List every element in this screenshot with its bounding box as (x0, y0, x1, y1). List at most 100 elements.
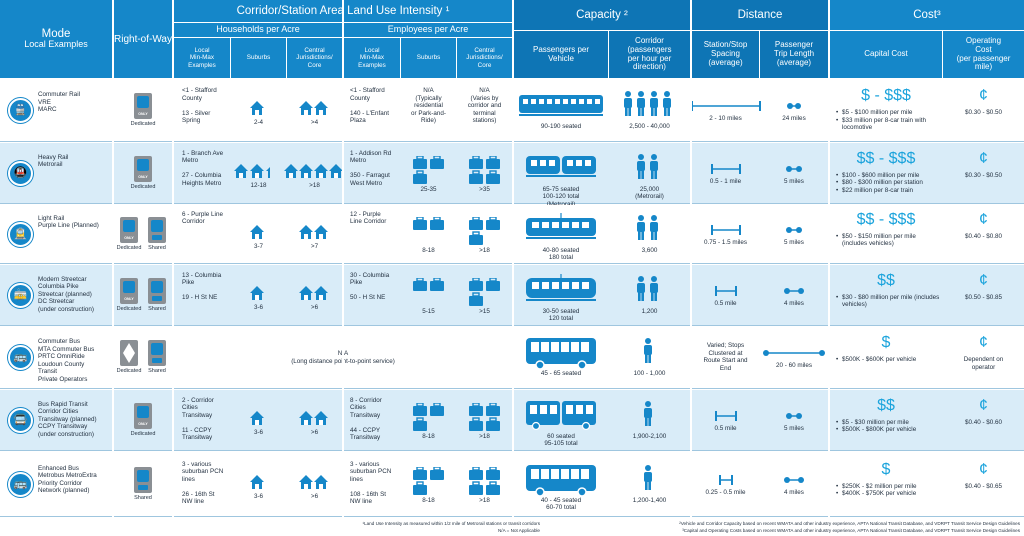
mode-glyph-icon: 🚌 (13, 351, 28, 363)
mode-text: Modern Streetcar Columbia Pike Streetcar… (38, 275, 94, 313)
trip-value: 5 miles (784, 424, 804, 432)
briefcase-icon (413, 155, 444, 184)
emp-suburbs-value: 5-15 (422, 307, 435, 315)
header-mode: Mode Local Examples (0, 0, 112, 78)
vehicle-icon (526, 338, 596, 370)
lane-shared-icon (148, 216, 166, 243)
lane-shared-icon (148, 277, 166, 304)
spacing-label: Station/Stop Spacing (average) (703, 40, 748, 67)
spacing-value: 0.5 mile (714, 299, 737, 307)
trip-value: 5 miles (784, 238, 804, 246)
corridor-cap-value: 25,000 (Metrorail) (635, 185, 664, 201)
lane-shared-icon (148, 340, 166, 366)
person-icon (637, 275, 658, 301)
pass-vehicle-value: 45 - 65 seated (540, 370, 582, 377)
footnote-2: ²Vehicle and Corridor Capacity based on … (679, 521, 1020, 526)
cent-icon: ¢ (979, 271, 988, 289)
footnote-1: ¹Land Use Intensity as measured within 1… (362, 521, 540, 526)
emp-central-value: >15 (479, 307, 490, 315)
lane-label: Dedicated (116, 368, 142, 374)
lane-vehicle-icon (137, 158, 149, 171)
header-hh-local: Local Min-Max Examples (174, 38, 230, 78)
pass-vehicle-value: 60 seated 95-105 total (544, 432, 578, 448)
mode-text: Heavy Rail Metrorail (38, 153, 69, 169)
capital-cost-item: $80 - $300 million per station (836, 179, 940, 187)
person-icon (637, 153, 658, 179)
capital-cost-item: $33 million per 8-car train with locomot… (836, 117, 940, 132)
operating-cost-value: $0.40 - $0.80 (964, 232, 1003, 240)
hh-local-label: Local Min-Max Examples (188, 47, 216, 69)
operating-cost-value: Dependent on operator (963, 356, 1004, 371)
lane-dedicated-icon: ONLY (134, 402, 152, 429)
mode-text: Light Rail Purple Line (Planned) (38, 214, 99, 230)
header-distance: Distance (692, 0, 828, 30)
mode-icon: 🚍 (8, 407, 33, 433)
spacing-icon (719, 474, 733, 485)
hh-suburbs-value: 3-7 (253, 242, 264, 250)
capital-cost-symbol: $ (881, 460, 891, 478)
person-icon (643, 464, 652, 490)
lane-vehicle-icon (151, 219, 163, 232)
column-divider (112, 0, 114, 517)
person-icon (643, 400, 652, 426)
spacing-value: 0.25 - 0.5 mile (705, 488, 746, 496)
vehicle-icon (526, 464, 596, 497)
operating-cost-value: $0.40 - $0.65 (964, 482, 1003, 490)
emp-local-value: 30 - Columbia Pike 50 - H St NE (350, 271, 390, 302)
column-divider (828, 0, 830, 517)
column-divider (512, 0, 514, 517)
hh-central-value: >6 (310, 303, 319, 311)
trip-label: Passenger Trip Length (average) (773, 40, 815, 67)
person-icon (624, 91, 671, 116)
mode-text: Commuter Bus MTA Commuter Bus PRTC OmniR… (38, 338, 95, 383)
emp-suburbs-value: N/A (Typically residential or Park-and- … (411, 87, 446, 125)
capital-cost-list: $500K - $600K per vehicle (836, 356, 940, 364)
capital-cost-item: $30 - $80 million per mile (includes veh… (836, 294, 940, 309)
capital-cost-list: $100 - $600 million per mile$80 - $300 m… (836, 172, 940, 195)
hh-suburbs-value: 3-6 (253, 303, 264, 311)
emp-central-value: N/A (Varies by corridor and terminal sta… (467, 87, 502, 125)
corridor-cap-value: 1,200-1,400 (632, 496, 667, 504)
capital-cost-item: $400K - $750K per vehicle (836, 490, 940, 498)
briefcase-icon (413, 402, 444, 431)
diamond-icon (123, 343, 135, 363)
trip-value: 20 - 60 miles (775, 362, 813, 369)
hh-central-value: >18 (309, 181, 320, 189)
lane-vehicle-icon (151, 280, 163, 293)
operating-cost-value: $0.30 - $0.50 (964, 109, 1003, 116)
lane-only-label: ONLY (124, 235, 134, 240)
lane-dedicated-icon: ONLY (120, 277, 138, 304)
trip-value: 4 miles (784, 488, 804, 496)
emp-central-label: Central Jurisdictions/ Core (466, 47, 503, 69)
house-icon (250, 474, 264, 489)
hh-central-label: Central Jurisdictions/ Core (296, 47, 333, 69)
header-right-of-way: Right-of-Way (114, 0, 172, 78)
emp-suburbs-value: 25-35 (420, 185, 437, 193)
briefcase-icon (413, 216, 444, 230)
capital-cost-item: $500K - $600K per vehicle (836, 356, 940, 364)
spacing-value: 0.5 mile (714, 424, 737, 432)
lane-only-label: ONLY (138, 174, 148, 179)
vehicle-icon (519, 95, 603, 116)
briefcase-icon (413, 466, 444, 495)
pass-vehicle-label: Passengers per Vehicle (532, 44, 590, 63)
header-employees: Employees per Acre (344, 23, 512, 37)
lane-label: Shared (148, 244, 166, 251)
mode-glyph-icon: 🚇 (13, 166, 28, 179)
hh-local-value: 6 - Purple Line Corridor (182, 210, 223, 226)
mode-glyph-icon: 🚆 (13, 104, 28, 116)
households-title: Households per Acre (216, 24, 300, 35)
hh-suburbs-value: 12-18 (250, 181, 267, 189)
hh-local-value: 2 - Corridor Cities Transitway 11 - CCPY… (182, 396, 214, 442)
footnote-na: N/A = Not Applicable (497, 528, 540, 533)
header-spacing: Station/Stop Spacing (average) (692, 31, 759, 78)
hh-suburbs-value: 3-6 (253, 428, 264, 436)
header-trip: Passenger Trip Length (average) (760, 31, 828, 78)
capital-cost-list: $30 - $80 million per mile (includes veh… (836, 294, 940, 309)
capital-cost-item: $500K - $800K per vehicle (836, 426, 940, 434)
mode-text: Commuter Rail VRE MARC (38, 91, 80, 114)
lane-vehicle-icon (123, 280, 135, 293)
capital-cost-list: $50 - $150 million per mile (includes ve… (836, 233, 940, 248)
hh-local-value: <1 - Stafford County 13 - Silver Spring (182, 87, 217, 125)
corridor-cap-value: 1,200 (641, 307, 658, 315)
